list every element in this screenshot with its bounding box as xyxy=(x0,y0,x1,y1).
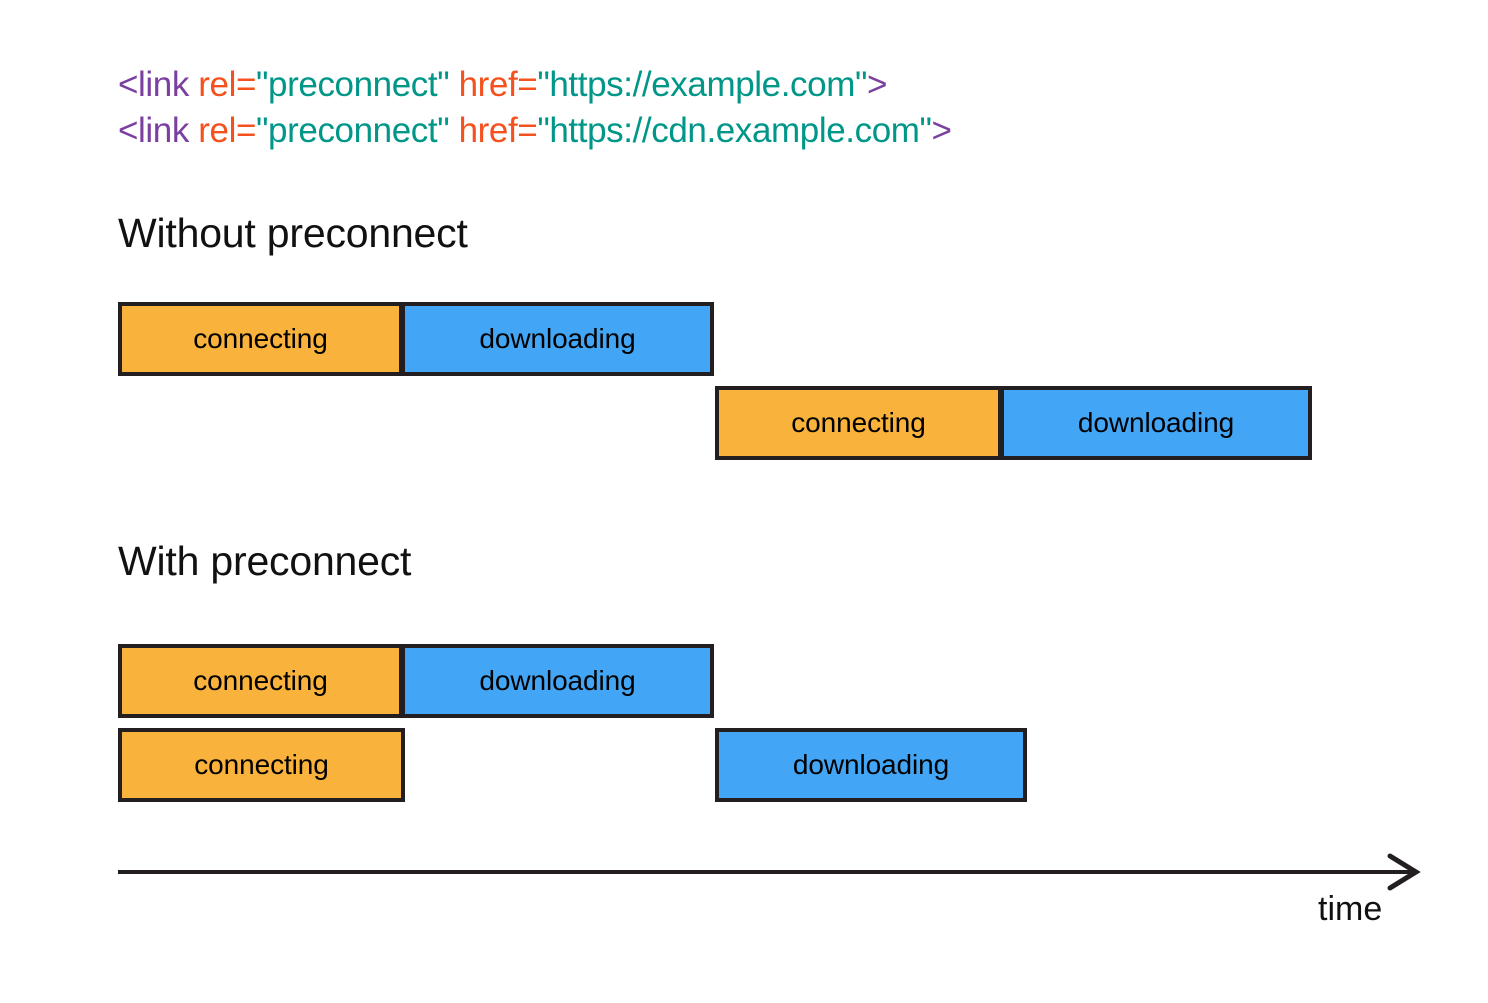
timeline-segment-connecting: connecting xyxy=(715,386,1002,460)
code-token-value-href: "https://cdn.example.com" xyxy=(537,111,932,150)
code-token-tag-close: > xyxy=(931,111,952,150)
timeline-segment-downloading: downloading xyxy=(715,728,1027,802)
section-heading-with-preconnect: With preconnect xyxy=(118,538,412,584)
timeline-segment-connecting: connecting xyxy=(118,728,405,802)
timeline-segment-downloading: downloading xyxy=(403,644,714,718)
code-token-tag-open: <link xyxy=(118,111,189,150)
code-token-tag-close: > xyxy=(866,65,888,104)
code-snippet: <link rel="preconnect" href="https://exa… xyxy=(118,62,952,154)
timeline-segment-downloading: downloading xyxy=(403,302,714,376)
timeline-row: connecting downloading xyxy=(715,386,1312,460)
time-axis-line xyxy=(118,870,1412,874)
code-line-1: <link rel="preconnect" href="https://exa… xyxy=(118,62,952,108)
code-token-value-href: "https://example.com" xyxy=(537,65,867,104)
code-line-2: <link rel="preconnect" href="https://cdn… xyxy=(118,108,952,154)
arrow-right-icon xyxy=(1387,853,1421,891)
code-token-tag-open: <link xyxy=(118,65,189,104)
code-token-attr-rel: rel= xyxy=(188,111,257,150)
code-token-attr-href: href= xyxy=(449,111,538,150)
code-token-attr-href: href= xyxy=(449,65,538,104)
timeline-segment-connecting: connecting xyxy=(118,644,403,718)
code-token-value-rel: "preconnect" xyxy=(256,65,450,104)
time-axis-label: time xyxy=(1318,890,1383,928)
timeline-segment-downloading: downloading xyxy=(1002,386,1312,460)
code-token-value-rel: "preconnect" xyxy=(256,111,450,150)
timeline-segment-connecting: connecting xyxy=(118,302,403,376)
timeline-row: connecting downloading xyxy=(118,302,714,376)
code-token-attr-rel: rel= xyxy=(188,65,257,104)
timeline-row: connecting downloading xyxy=(118,644,714,718)
section-heading-without-preconnect: Without preconnect xyxy=(118,210,468,256)
